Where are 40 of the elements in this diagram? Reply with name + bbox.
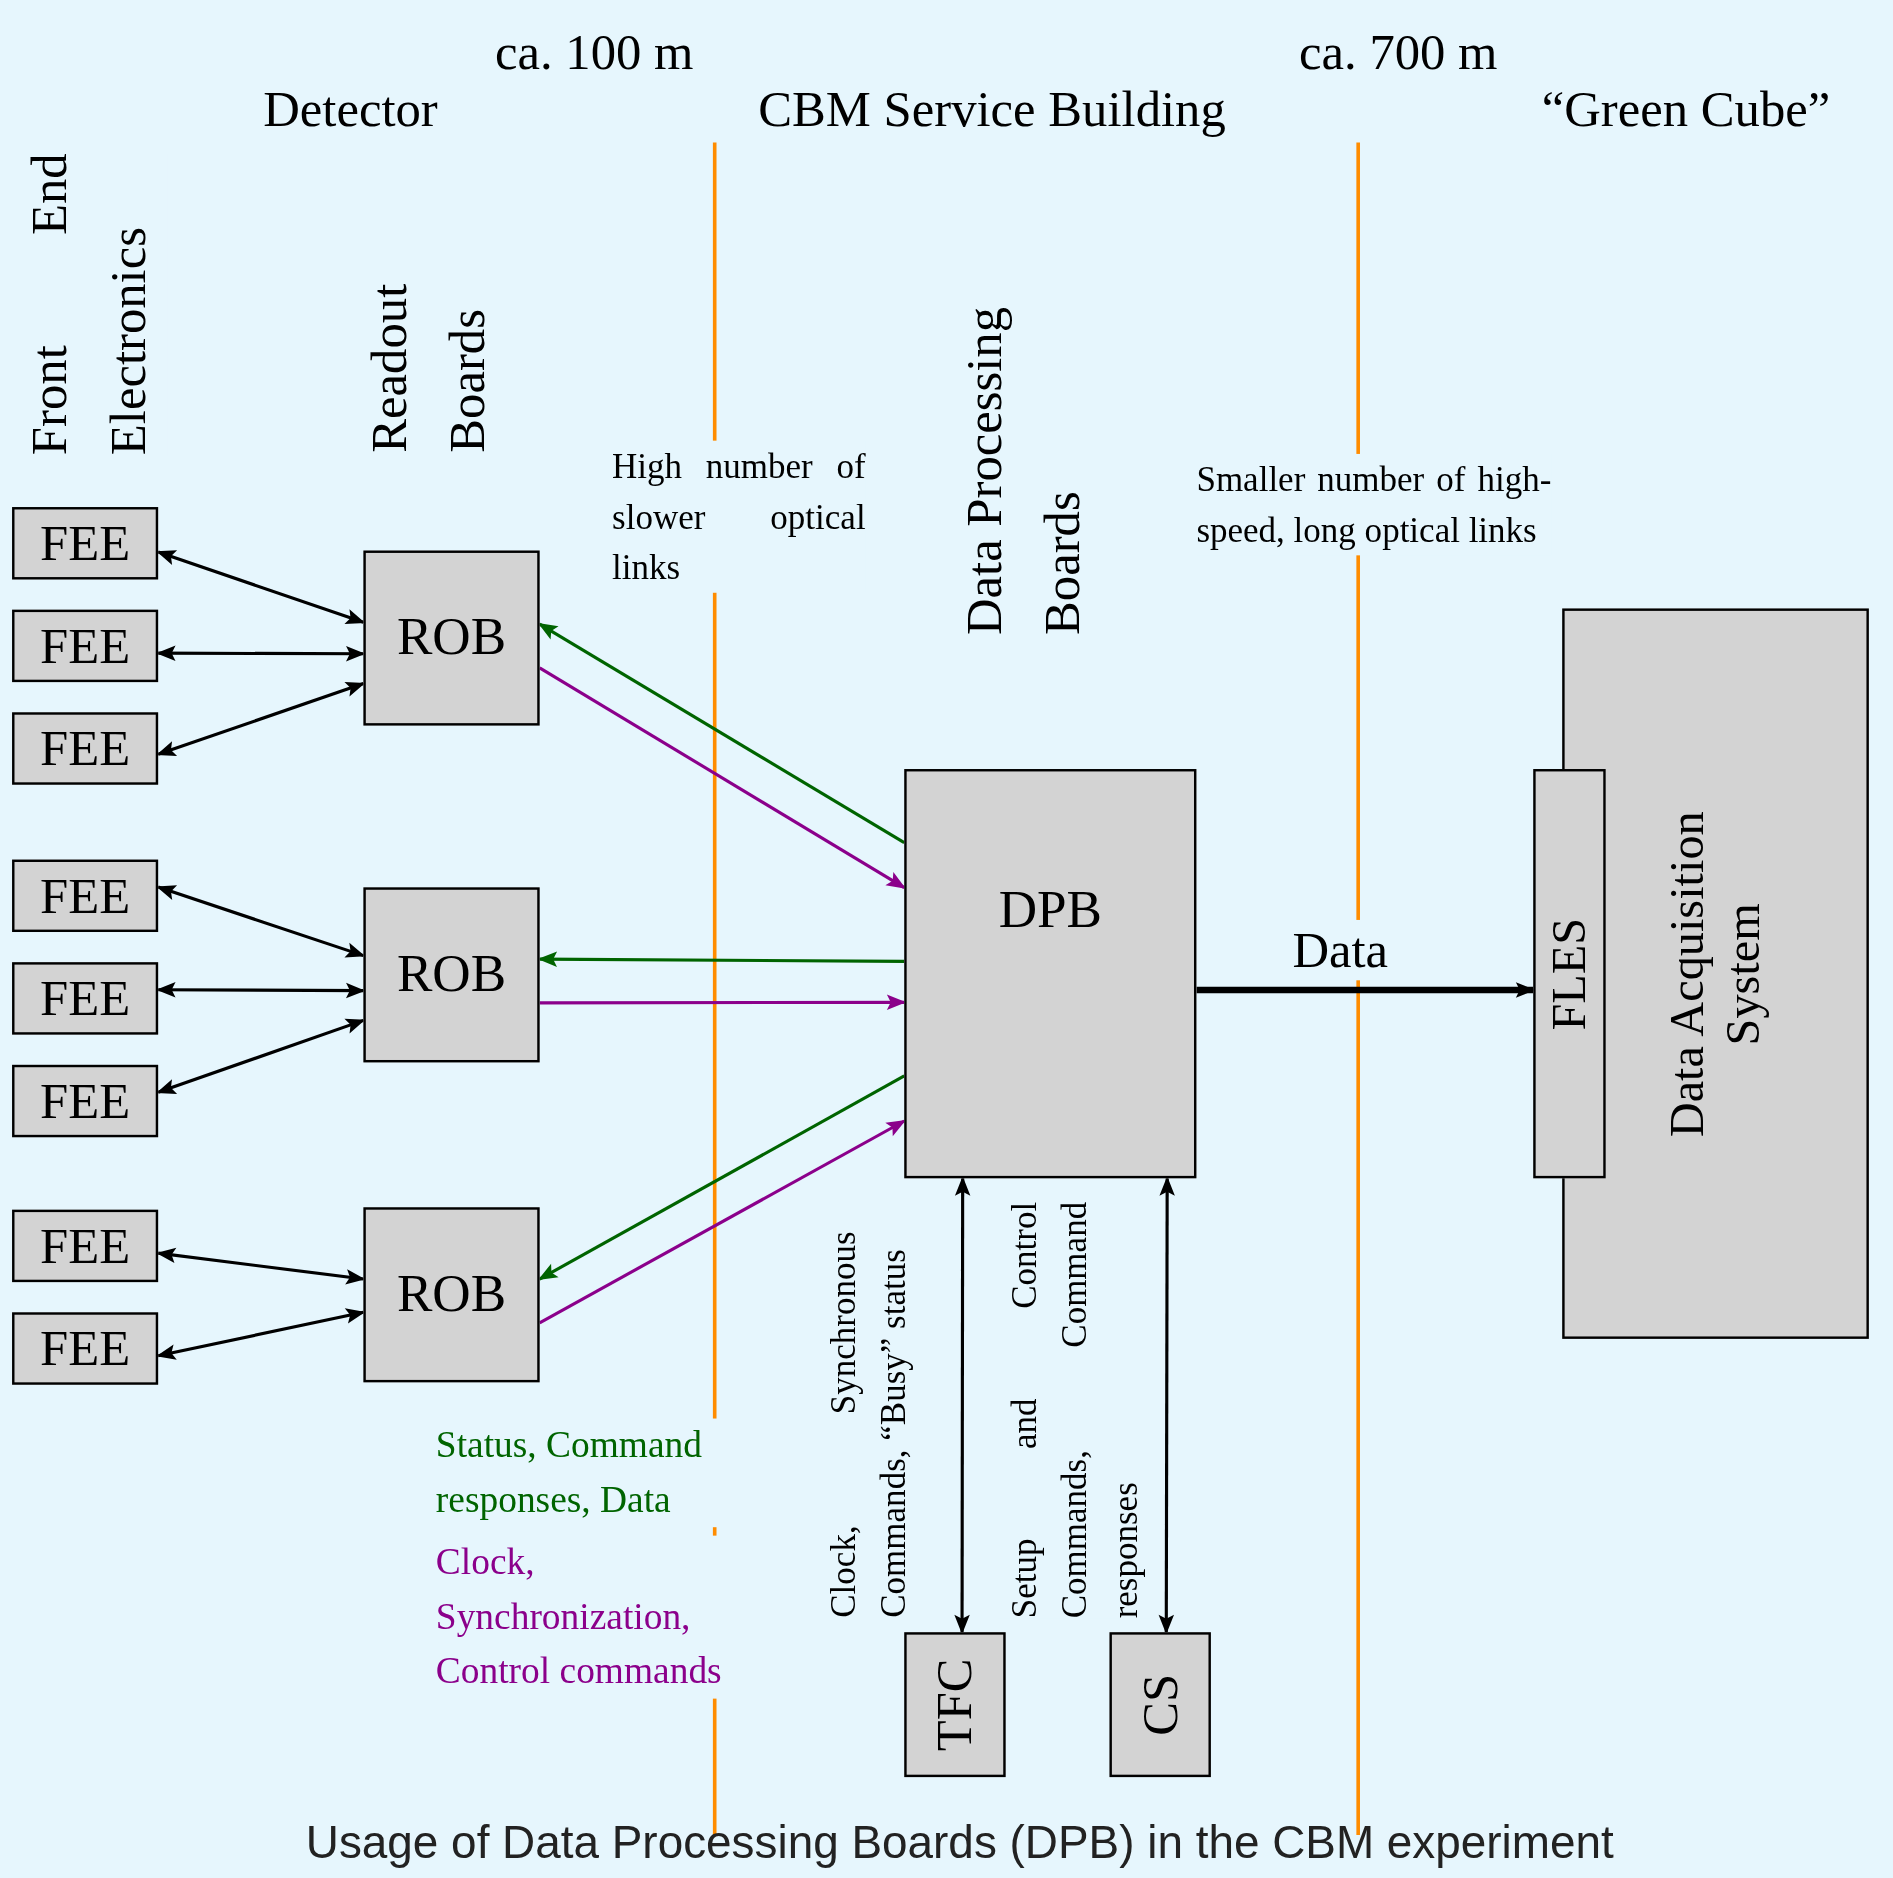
node-label: ROB: [396, 944, 507, 1006]
node-label: FEE: [40, 1072, 131, 1131]
process-box: [1533, 769, 1606, 1179]
fee-box: [12, 962, 159, 1035]
arrow: [538, 666, 906, 890]
node-label: FEE: [40, 616, 131, 676]
node-label: FLES: [1541, 917, 1597, 1030]
node-label: ROB: [396, 1264, 507, 1326]
arrow: [538, 1119, 906, 1325]
fee-box: [12, 609, 159, 683]
node-label: FEE: [40, 1216, 131, 1276]
readout-board-box: [363, 1207, 540, 1383]
edge-label: Data: [1292, 920, 1389, 981]
process-box: [1109, 1632, 1211, 1778]
node-label: CS: [1131, 1673, 1189, 1736]
node-label: Data Acquisition System: [1660, 809, 1771, 1139]
annotation-text: High number of slower optical links: [612, 440, 866, 593]
node-label: FEE: [40, 514, 131, 573]
fee-box: [12, 507, 159, 580]
fee-box: [12, 859, 159, 932]
fee-box: [12, 1209, 159, 1283]
arrow: [538, 622, 906, 845]
node-label: FEE: [40, 1319, 131, 1378]
arrow: [1158, 1176, 1175, 1635]
process-box: [904, 1632, 1006, 1778]
arrow: [954, 1176, 971, 1635]
node-label: DPB: [998, 880, 1102, 942]
fee-box: [12, 712, 159, 785]
node-label: ROB: [396, 607, 507, 669]
node-label: FEE: [40, 969, 131, 1028]
caption: Usage of Data Processing Boards (DPB) in the CBM experiment: [304, 1818, 1615, 1869]
annotation-text: Smaller number of high-speed, long optical links: [1196, 453, 1552, 556]
readout-board-box: [363, 550, 540, 726]
fee-box: [12, 1064, 159, 1138]
node-label: FEE: [40, 866, 131, 925]
node-label: TFC: [926, 1658, 984, 1752]
node-label: FEE: [40, 719, 131, 778]
dpb-box: [904, 769, 1197, 1179]
fee-box: [12, 1312, 159, 1385]
readout-board-box: [363, 887, 540, 1063]
